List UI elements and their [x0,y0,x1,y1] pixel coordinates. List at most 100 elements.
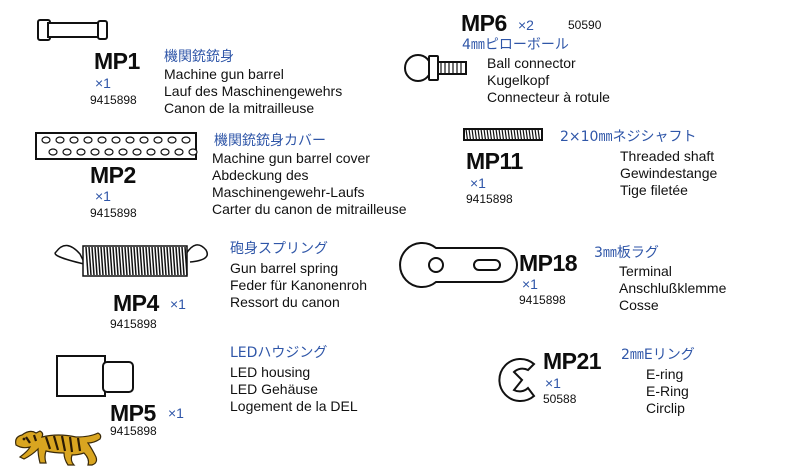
spring-coil [175,246,179,276]
shaft-thread [486,128,490,141]
mp21-desc-en: E-ring [646,366,684,382]
shaft-thread [492,128,496,141]
mp21-desc-de: E-Ring [646,383,689,399]
spring-coil [124,246,128,276]
mp18-desc-en: Terminal [619,263,672,279]
cover-hole [97,136,107,144]
mp18-desc-de: Anschlußklemme [619,280,727,296]
mp18-qty: ×1 [522,276,538,292]
mp11-japanese-name: 2×10㎜ネジシャフト [560,129,697,145]
cover-hole [153,136,163,144]
shaft-thread [522,128,526,141]
mp2-descriptions: Machine gun barrel cover Abdeckung des M… [212,150,407,218]
mp6-qty: ×2 [518,17,534,33]
mp2-desc-fr: Carter du canon de mitrailleuse [212,201,407,217]
mp11-desc-de: Gewindestange [620,165,718,181]
mp4-code: MP4 [113,290,159,316]
cover-hole [62,148,72,156]
mp5-japanese-name: LEDハウジング [230,345,328,361]
mp18-descriptions: Terminal Anschlußklemme Cosse [619,263,726,314]
cover-hole [55,136,65,144]
shaft-thread [525,128,529,141]
cover-hole [174,148,184,156]
mp6-desc-fr: Connecteur à rotule [487,89,610,105]
mp4-spring-coils [85,246,188,276]
shaft-thread [498,128,502,141]
mp5-desc-fr: Logement de la DEL [230,398,358,414]
mp18-terminal-shape [399,242,518,288]
spring-coil [151,246,155,276]
mp2-desc-de-1: Abdeckung des [212,167,309,183]
spring-coil [88,246,92,276]
mp4-desc-en: Gun barrel spring [230,260,339,276]
mp6-ball-connector-shape [404,54,467,82]
shaft-thread [477,128,481,141]
mp5-code: MP5 [110,400,156,426]
mp11-desc-en: Threaded shaft [620,148,715,164]
mp11-qty: ×1 [470,175,486,191]
mp11-descriptions: Threaded shaft Gewindestange Tige fileté… [620,148,717,199]
shaft-thread [534,128,538,141]
spring-coil [160,246,164,276]
cover-hole [90,148,100,156]
mp5-desc-de: LED Gehäuse [230,381,318,397]
shaft-thread [504,128,508,141]
shaft-thread [480,128,484,141]
spring-coil [109,246,113,276]
spring-coil [178,246,182,276]
mp21-e-ring-shape [498,358,536,402]
shaft-thread [513,128,517,141]
cover-hole [167,136,177,144]
mp2-desc-en: Machine gun barrel cover [212,150,370,166]
mp5-descriptions: LED housing LED Gehäuse Logement de la D… [230,364,358,415]
mp11-shaft-threads [465,128,541,141]
mp2-code: MP2 [90,162,136,188]
mp6-part-number: 50590 [568,18,602,32]
spring-coil [136,246,140,276]
mp11-threaded-shaft-shape [463,128,543,141]
mp5-desc-en: LED housing [230,364,311,380]
mp21-descriptions: E-ring E-Ring Circlip [646,366,689,417]
spring-coil [157,246,161,276]
shaft-thread [531,128,535,141]
mp1-descriptions: Machine gun barrel Lauf des Maschinengew… [164,66,342,117]
spring-coil [166,246,170,276]
mp4-desc-de: Feder für Kanonenroh [230,277,367,293]
mp1-japanese-name: 機関銃銃身 [164,49,234,65]
tiger-icon [10,425,106,469]
mp1-desc-fr: Canon de la mitrailleuse [164,100,315,116]
spring-coil [181,246,185,276]
mp5-led-housing-shape [56,355,134,397]
cover-hole [111,136,121,144]
spring-coil [172,246,176,276]
mp2-desc-de-2: Maschinengewehr-Laufs [212,184,365,200]
cover-hole [146,148,156,156]
cover-hole [160,148,170,156]
mp6-descriptions: Ball connector Kugelkopf Connecteur à ro… [487,55,610,106]
mp21-desc-fr: Circlip [646,400,685,416]
mp4-part-number: 9415898 [110,317,157,331]
mp6-japanese-name: 4㎜ピローボール [462,37,569,53]
spring-coil [184,246,188,276]
mp6-desc-en: Ball connector [487,55,576,71]
spring-coil [130,246,134,276]
mp1-code: MP1 [94,48,140,74]
mp18-code: MP18 [519,250,578,276]
shaft-thread [501,128,505,141]
mp18-japanese-name: 3㎜板ラグ [594,245,659,261]
shaft-thread [483,128,487,141]
spring-coil [154,246,158,276]
cover-hole [48,148,58,156]
mp11-code: MP11 [466,148,523,174]
spring-coil [142,246,146,276]
spring-coil [100,246,104,276]
shaft-thread [537,128,541,141]
spring-coil [127,246,131,276]
cover-hole [188,148,198,156]
cover-hole [118,148,128,156]
spring-coil [133,246,137,276]
cover-hole [69,136,79,144]
mp5-part-number: 9415898 [110,424,157,438]
mp11-desc-fr: Tige filetée [620,182,688,198]
mp1-desc-de: Lauf des Maschinengewehrs [164,83,343,99]
